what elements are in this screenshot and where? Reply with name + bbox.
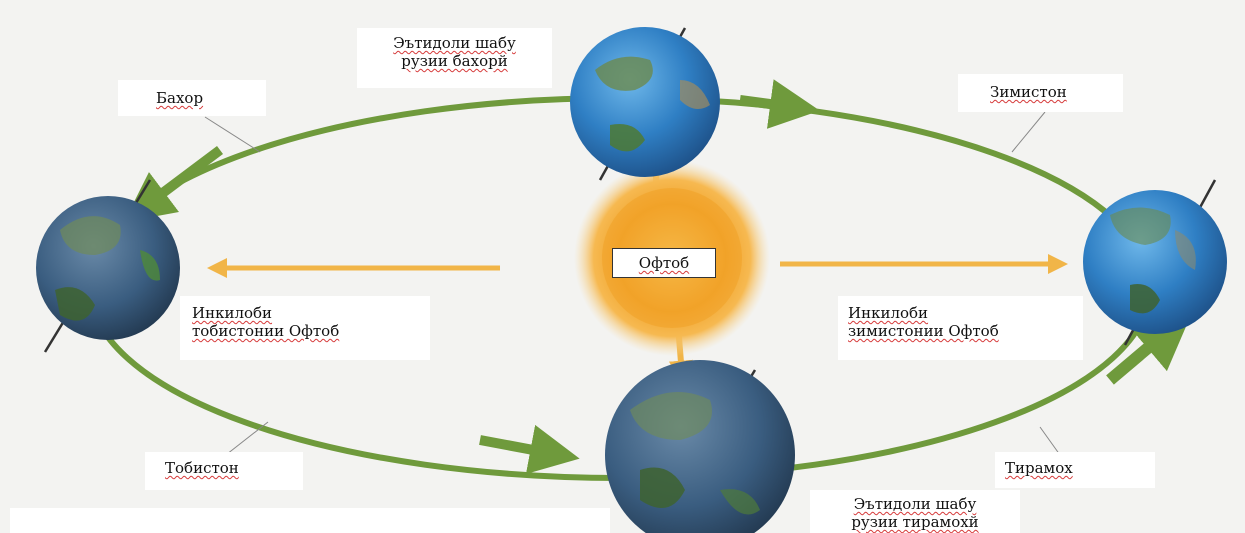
orbit-arrow-top [740, 100, 800, 108]
winter-solstice-label: Инкилоби зимистонии Офтоб [838, 296, 1083, 360]
spring-label: Бахор [118, 80, 266, 116]
autumnal-equinox-line-2: рузии тирамохй [818, 513, 1012, 531]
autumnal-equinox-label: Эътидоли шабу рузии тирамохй [810, 490, 1020, 533]
winter-solstice-line-1: Инкилоби [848, 304, 1075, 322]
earth-globe-icon-bottom [605, 360, 795, 533]
summer-solstice-line-2: тобистонии Офтоб [192, 322, 422, 340]
earth-globe-icon-top [570, 27, 720, 180]
orbit-arrow-left [140, 150, 220, 210]
sun-text: Офтоб [639, 254, 689, 272]
sun-label: Офтоб [612, 248, 716, 278]
leader-line-autumn [1040, 427, 1060, 455]
autumn-label: Тирамох [995, 452, 1155, 488]
summer-solstice-label: Инкилоби тобистонии Офтоб [180, 296, 430, 360]
leader-line-spring [205, 117, 260, 152]
winter-label: Зимистон [958, 74, 1123, 112]
winter-solstice-line-2: зимистонии Офтоб [848, 322, 1075, 340]
earth-globe-icon-left [36, 180, 180, 352]
earth-globe-icon-right [1083, 180, 1227, 345]
winter-text: Зимистон [990, 83, 1067, 101]
vernal-equinox-label: Эътидоли шабу рузии бахорй [357, 28, 552, 88]
spring-text: Бахор [156, 89, 203, 107]
vernal-equinox-line-1: Эътидоли шабу [365, 34, 544, 52]
summer-solstice-line-1: Инкилоби [192, 304, 422, 322]
vernal-equinox-line-2: рузии бахорй [365, 52, 544, 70]
autumnal-equinox-line-1: Эътидоли шабу [818, 495, 1012, 513]
orbit-arrow-bottom [480, 440, 560, 455]
summer-text: Тобистон [165, 459, 239, 477]
leader-line-winter [1012, 112, 1045, 152]
bottom-blank-panel [10, 508, 610, 533]
autumn-text: Тирамох [1005, 459, 1073, 477]
summer-label: Тобистон [145, 452, 303, 490]
